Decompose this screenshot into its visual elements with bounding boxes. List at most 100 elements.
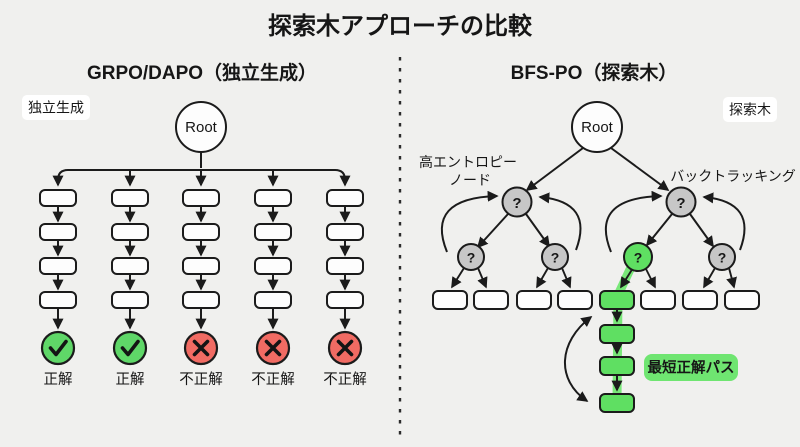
right-badge: 探索木: [723, 97, 777, 122]
left-badge-bg: [22, 95, 90, 120]
left-branch-connector: [52, 152, 351, 187]
tree-edge: [689, 213, 714, 248]
outcome-label: 正解: [44, 371, 73, 388]
outcome-circle-correct: [40, 330, 76, 366]
step-box: [326, 291, 364, 309]
step-box: [182, 257, 220, 275]
left-badge-label: 独立生成: [28, 100, 84, 116]
high-entropy-label-line1: 高エントロピー: [419, 154, 517, 170]
question-node-label: ?: [512, 195, 521, 212]
backtracking-arrows: [440, 190, 746, 253]
step-box: [254, 257, 292, 275]
right-panel: BFS-PO（探索木） 探索木 高エントロピー ノード バックトラッキング Ro…: [419, 61, 796, 413]
shortest-path-badge-label: 最短正解パス: [648, 359, 735, 377]
solution-step-box: [599, 393, 635, 413]
leaf-edge: [477, 267, 488, 289]
left-badge: 独立生成: [22, 95, 90, 120]
solution-chain: [599, 310, 635, 413]
chain-4: 不正解: [251, 189, 295, 388]
step-box: [111, 291, 149, 309]
leaf-edge: [726, 267, 737, 289]
shortest-path-badge-bg: [644, 354, 738, 381]
outcome-label: 不正解: [323, 371, 367, 388]
step-box: [182, 291, 220, 309]
question-nodes: ? ? ? ? ? ?: [457, 186, 736, 272]
question-node: [708, 243, 736, 271]
solution-step-box: [599, 324, 635, 344]
leaf-edge: [536, 267, 549, 289]
question-node-label: ?: [467, 250, 476, 266]
high-entropy-label-line2: ノード: [449, 172, 491, 188]
cross-icon: [192, 339, 210, 357]
step-box: [326, 257, 364, 275]
right-header: BFS-PO（探索木）: [511, 61, 678, 84]
cross-icon: [264, 339, 282, 357]
question-node-highlighted: [623, 242, 653, 272]
backtrack-arrow: [702, 192, 746, 251]
cross-icon: [336, 339, 354, 357]
check-icon: [120, 339, 140, 357]
right-root-label: Root: [581, 119, 614, 136]
leaf-box-highlighted: [599, 290, 635, 310]
solution-step-box: [599, 356, 635, 376]
leaf-edge: [645, 268, 656, 289]
right-root-node: [571, 101, 623, 153]
tree-edge: [610, 147, 670, 191]
question-node-label: ?: [676, 195, 685, 212]
outcome-circle-correct: [112, 330, 148, 366]
outcome-label: 不正解: [179, 371, 223, 388]
left-panel: GRPO/DAPO（独立生成） 独立生成 Root: [22, 61, 367, 388]
chain-5: 不正解: [323, 189, 367, 388]
left-header: GRPO/DAPO（独立生成）: [87, 61, 317, 84]
left-root-label: Root: [185, 119, 218, 136]
leaf-box: [473, 290, 509, 310]
leaf-box: [516, 290, 552, 310]
step-box: [39, 189, 77, 207]
tree-edge: [476, 213, 509, 249]
step-box: [254, 223, 292, 241]
shortest-path-badge: 最短正解パス: [644, 354, 738, 381]
step-box: [182, 223, 220, 241]
step-box: [326, 223, 364, 241]
question-node-label: ?: [634, 250, 643, 266]
chain-3: 不正解: [179, 189, 223, 388]
chain-1: 正解: [39, 189, 77, 388]
tree-edge: [645, 213, 673, 247]
leaf-edge: [703, 267, 716, 289]
leaf-box: [682, 290, 718, 310]
leaf-box: [724, 290, 760, 310]
leaf-edge-highlighted: [620, 267, 634, 289]
page-title: 探索木アプローチの比較: [268, 12, 533, 40]
step-box: [39, 257, 77, 275]
backtrack-arrow: [440, 190, 499, 253]
step-box: [182, 189, 220, 207]
question-node: [457, 243, 485, 271]
tree-edges: [451, 147, 737, 289]
check-icon: [48, 339, 68, 357]
question-node-label: ?: [718, 250, 727, 266]
chain-span-arrow: [563, 316, 593, 402]
leaf-edge: [561, 267, 572, 289]
question-node-label: ?: [551, 250, 560, 266]
step-box: [111, 257, 149, 275]
step-box: [254, 291, 292, 309]
step-box: [111, 189, 149, 207]
step-box: [111, 223, 149, 241]
leaf-box: [640, 290, 676, 310]
outcome-label: 不正解: [251, 371, 295, 388]
outcome-label: 正解: [116, 371, 145, 388]
tree-edge: [525, 213, 550, 248]
step-box: [39, 223, 77, 241]
step-box: [39, 291, 77, 309]
step-box: [326, 189, 364, 207]
right-badge-label: 探索木: [729, 102, 771, 118]
tree-edge: [525, 147, 584, 191]
leaf-box: [557, 290, 593, 310]
leaf-box: [432, 290, 468, 310]
question-node: [665, 186, 697, 218]
backtrack-arrow: [538, 192, 582, 251]
chain-2: 正解: [111, 189, 149, 388]
leaf-boxes: [432, 290, 760, 310]
